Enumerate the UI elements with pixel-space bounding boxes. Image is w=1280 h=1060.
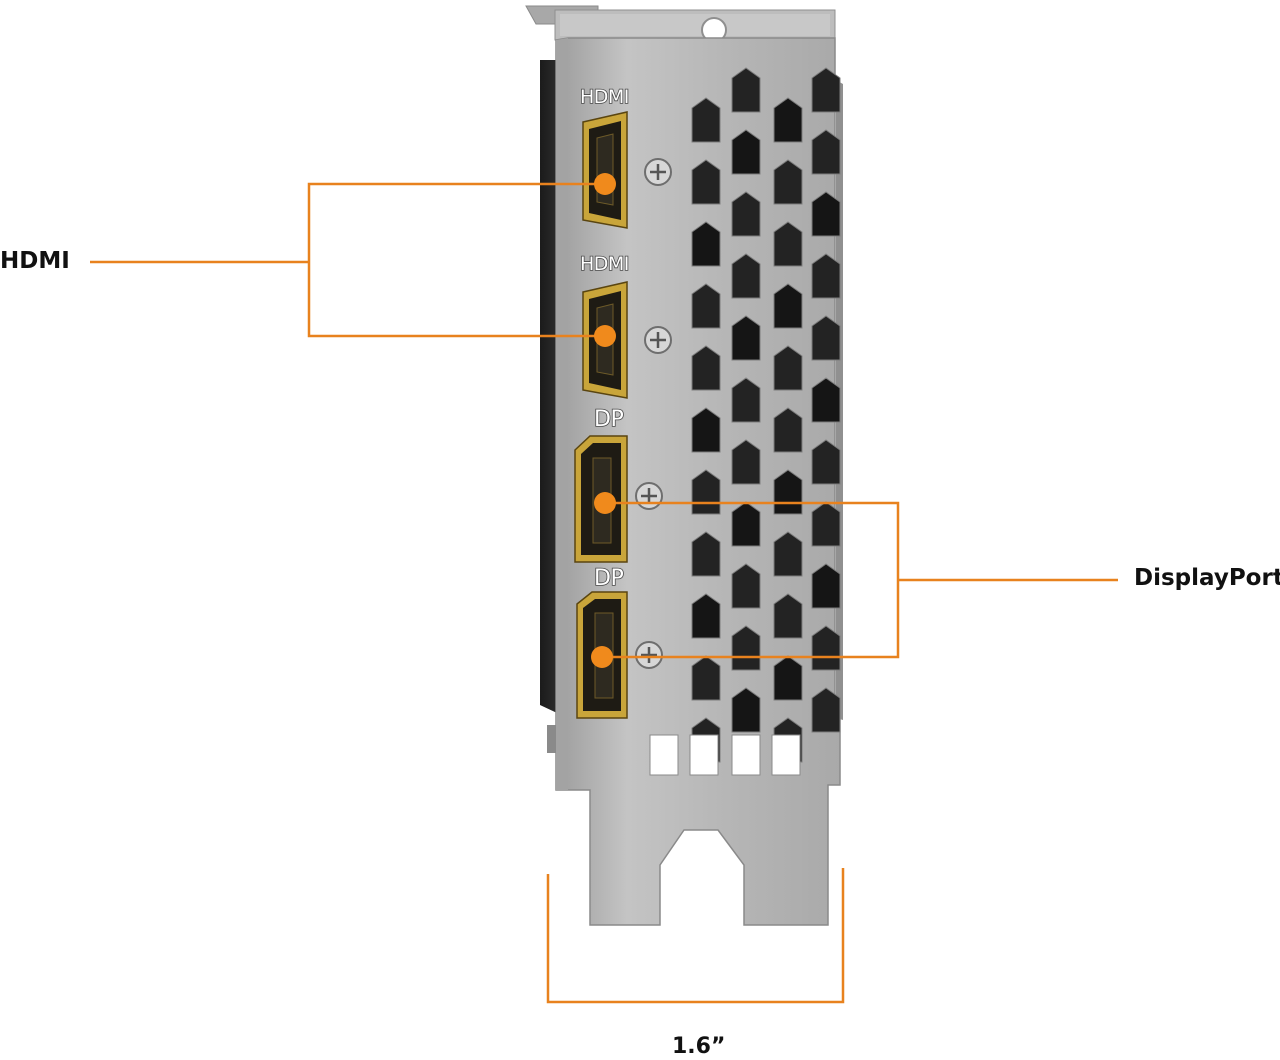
vent-hole	[811, 191, 841, 237]
port-label-dp-top: DP	[594, 407, 623, 432]
vent-hole	[731, 253, 761, 299]
vent-hole	[731, 734, 761, 776]
vent-hole	[773, 97, 803, 143]
vent-hole	[773, 283, 803, 329]
vent-hole	[773, 159, 803, 205]
vent-hole	[731, 191, 761, 237]
vent-hole	[731, 67, 761, 113]
callout-dot	[594, 325, 616, 347]
vent-hole	[731, 625, 761, 671]
callout-dot	[594, 492, 616, 514]
vent-hole	[771, 734, 801, 776]
bracket-width-label: 1.6”	[672, 1034, 726, 1059]
vent-hole	[773, 655, 803, 701]
vent-hole	[691, 221, 721, 267]
hdmi-callout-label: HDMI	[0, 248, 70, 274]
port-label-dp-bottom: DP	[594, 566, 623, 591]
vent-hole	[773, 531, 803, 577]
screw-icon	[644, 326, 672, 354]
callout-dot	[594, 173, 616, 195]
displayport-callout-lines	[605, 501, 1118, 659]
vent-hole	[731, 129, 761, 175]
port-label-hdmi-top: HDMI	[580, 86, 629, 108]
vent-hole	[773, 221, 803, 267]
vent-hole	[689, 734, 719, 776]
vent-hole	[773, 593, 803, 639]
vent-hole	[691, 407, 721, 453]
vent-hole	[811, 563, 841, 609]
bracket-top-tab	[525, 5, 836, 43]
displayport-callout-label: DisplayPort	[1134, 565, 1280, 591]
vent-hole	[773, 345, 803, 391]
vent-hole	[691, 345, 721, 391]
vent-hole	[811, 315, 841, 361]
vent-hole	[691, 469, 721, 515]
vent-hole	[811, 129, 841, 175]
callout-dot	[591, 646, 613, 668]
hdmi-callout-lines	[90, 182, 605, 338]
vent-hole	[773, 469, 803, 515]
vent-hole	[691, 593, 721, 639]
vent-hole	[811, 67, 841, 113]
vent-hole	[649, 734, 679, 776]
vent-hole	[811, 501, 841, 547]
vent-pattern	[649, 67, 841, 776]
vent-hole	[731, 563, 761, 609]
screw-icon	[635, 482, 663, 510]
screw-icon	[635, 641, 663, 669]
vent-hole	[691, 97, 721, 143]
vent-hole	[731, 439, 761, 485]
vent-hole	[811, 377, 841, 423]
vent-hole	[731, 377, 761, 423]
screw-icon	[644, 158, 672, 186]
vent-hole	[731, 501, 761, 547]
vent-hole	[691, 283, 721, 329]
vent-hole	[691, 531, 721, 577]
hdmi-port-top	[582, 111, 628, 229]
vent-hole	[773, 407, 803, 453]
width-dimension-bracket	[546, 868, 845, 1004]
vent-hole	[691, 159, 721, 205]
vent-hole	[731, 687, 761, 733]
vent-hole	[811, 687, 841, 733]
vent-hole	[811, 253, 841, 299]
vent-hole	[731, 315, 761, 361]
vent-hole	[691, 655, 721, 701]
vent-hole	[811, 439, 841, 485]
port-label-hdmi-bottom: HDMI	[580, 253, 629, 275]
vent-hole	[811, 625, 841, 671]
